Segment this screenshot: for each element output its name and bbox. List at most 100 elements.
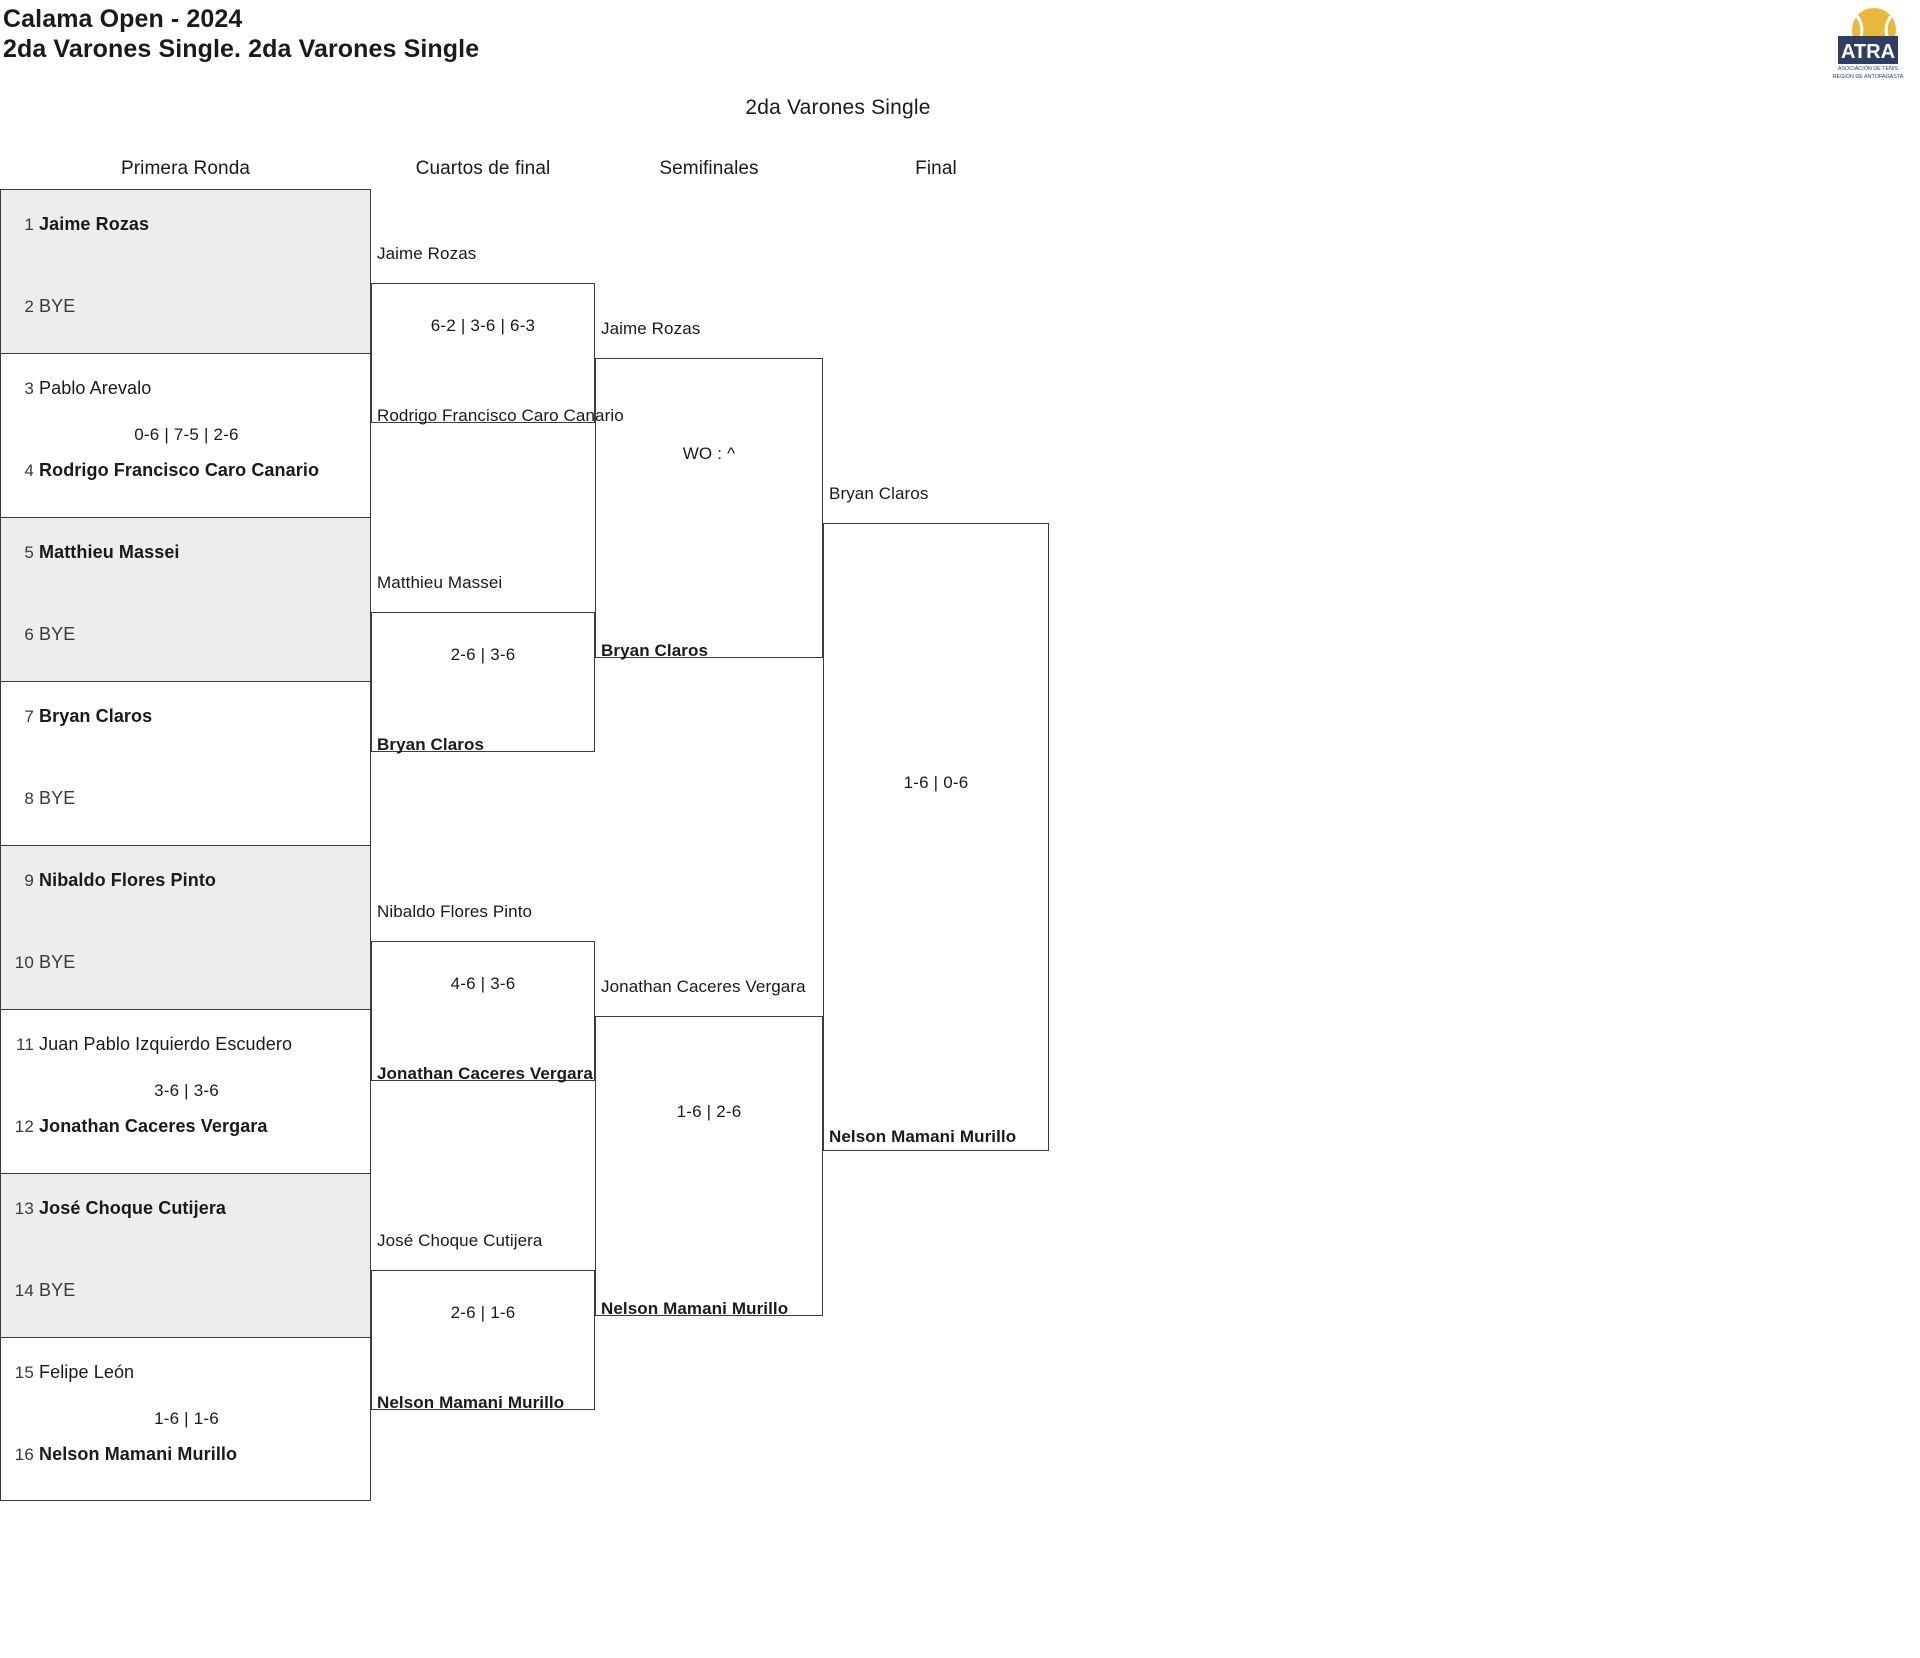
sf-2-top-player[interactable]: Jonathan Caceres Vergara [601, 977, 806, 996]
qf-3-box [371, 941, 595, 1081]
atra-line2: REGIÓN DE ANTOFAGASTA [1833, 73, 1904, 80]
qf-4-score: 2-6 | 1-6 [450, 1303, 516, 1322]
round1-slot-4[interactable]: 4 Rodrigo Francisco Caro Canario [1, 436, 372, 518]
round1-pair-1: 1 Jaime Rozas 2 BYE [0, 189, 371, 353]
seed-number: 10 [14, 953, 34, 972]
atra-logo: ATRA ASOCIACIÓN DE TENIS REGIÓN DE ANTOF… [1833, 8, 1904, 80]
round1-score: 3-6 | 3-6 [154, 1081, 219, 1100]
seed-number: 9 [24, 871, 34, 890]
round1-pair-8: 15 Felipe León 16 Nelson Mamani Murillo 1-6 … [0, 1337, 371, 1501]
qf-4-bottom-player[interactable]: Nelson Mamani Murillo [377, 1393, 565, 1412]
sf-1-bottom-player[interactable]: Bryan Claros [601, 641, 709, 660]
round1-slot-3[interactable]: 3 Pablo Arevalo [1, 354, 372, 436]
qf-1-top-player[interactable]: Jaime Rozas [377, 244, 477, 263]
atra-acronym: ATRA [1841, 41, 1895, 63]
seed-number: 11 [15, 1035, 34, 1054]
round-header-cuartos-de-final: Cuartos de final [415, 158, 551, 179]
qf-3-bottom-player[interactable]: Jonathan Caceres Vergara [377, 1064, 593, 1083]
round1-slot-15[interactable]: 15 Felipe León [1, 1338, 372, 1420]
seed-number: 5 [24, 543, 34, 562]
round1-slot-10[interactable]: 10 BYE [1, 928, 372, 1010]
qf-2-bottom-player[interactable]: Bryan Claros [377, 735, 485, 754]
player-name: Jaime Rozas [39, 214, 150, 234]
seed-number: 8 [24, 789, 34, 808]
category-subtitle: 2da Varones Single. 2da Varones Single [3, 35, 480, 63]
sf-1-top-player[interactable]: Jaime Rozas [601, 319, 701, 338]
round1-slot-2[interactable]: 2 BYE [1, 272, 372, 354]
round1-pair-5: 9 Nibaldo Flores Pinto 10 BYE [0, 845, 371, 1009]
qf-2-top-player[interactable]: Matthieu Massei [377, 573, 503, 592]
qf-3-top-player[interactable]: Nibaldo Flores Pinto [377, 902, 533, 921]
round1-score: 0-6 | 7-5 | 2-6 [134, 425, 239, 444]
seed-number: 6 [24, 625, 34, 644]
qf-3-score: 4-6 | 3-6 [450, 974, 516, 993]
round1-slot-12[interactable]: 12 Jonathan Caceres Vergara [1, 1092, 372, 1174]
round1-slot-6[interactable]: 6 BYE [1, 600, 372, 682]
tournament-title: Calama Open - 2024 [3, 5, 243, 33]
seed-number: 12 [14, 1117, 34, 1136]
player-name: Matthieu Massei [39, 542, 180, 562]
final-score: 1-6 | 0-6 [903, 773, 969, 792]
player-name: Pablo Arevalo [39, 378, 152, 398]
round-header-final: Final [915, 158, 957, 179]
seed-number: 15 [14, 1363, 34, 1382]
sf-1-box [595, 358, 823, 658]
round1-slot-1[interactable]: 1 Jaime Rozas [1, 190, 372, 272]
seed-number: 1 [24, 215, 34, 234]
seed-number: 14 [14, 1281, 34, 1300]
qf-2-box [371, 612, 595, 752]
sf-2-score: 1-6 | 2-6 [676, 1102, 742, 1121]
round1-pair-6: 11 Juan Pablo Izquierdo Escudero 12 Jonatha… [0, 1009, 371, 1173]
draw-title: 2da Varones Single [0, 96, 1920, 120]
player-name: Juan Pablo Izquierdo Escudero [39, 1034, 293, 1054]
player-name: Rodrigo Francisco Caro Canario [39, 460, 320, 480]
round-header-semifinales: Semifinales [659, 158, 759, 179]
player-name: Bryan Claros [39, 706, 153, 726]
final-top-player[interactable]: Bryan Claros [829, 484, 929, 503]
final-bottom-player[interactable]: Nelson Mamani Murillo [829, 1127, 1017, 1146]
qf-1-bottom-player[interactable]: Rodrigo Francisco Caro Canario [377, 406, 624, 425]
player-name: BYE [39, 624, 76, 644]
sf-2-bottom-player[interactable]: Nelson Mamani Murillo [601, 1299, 789, 1318]
round1-slot-16[interactable]: 16 Nelson Mamani Murillo [1, 1420, 372, 1502]
round1-slot-8[interactable]: 8 BYE [1, 764, 372, 846]
final-box [823, 523, 1049, 1151]
qf-2-score: 2-6 | 3-6 [450, 645, 516, 664]
qf-1-box [371, 283, 595, 423]
round1-slot-5[interactable]: 5 Matthieu Massei [1, 518, 372, 600]
sf-1-score: WO : ^ [682, 444, 736, 463]
round1-slot-11[interactable]: 11 Juan Pablo Izquierdo Escudero [1, 1010, 372, 1092]
player-name: BYE [39, 788, 76, 808]
qf-4-box [371, 1270, 595, 1410]
round1-score: 1-6 | 1-6 [154, 1409, 219, 1428]
qf-4-top-player[interactable]: José Choque Cutijera [377, 1231, 543, 1250]
player-name: José Choque Cutijera [39, 1198, 227, 1218]
seed-number: 2 [24, 297, 34, 316]
round1-pair-4: 7 Bryan Claros 8 BYE [0, 681, 371, 845]
round1-slot-7[interactable]: 7 Bryan Claros [1, 682, 372, 764]
player-name: Felipe León [39, 1362, 135, 1382]
round1-slot-14[interactable]: 14 BYE [1, 1256, 372, 1338]
player-name: BYE [39, 1280, 76, 1300]
atra-line1: ASOCIACIÓN DE TENIS [1838, 65, 1899, 72]
player-name: BYE [39, 952, 76, 972]
player-name: BYE [39, 296, 76, 316]
player-name: Nibaldo Flores Pinto [39, 870, 217, 890]
sf-2-box [595, 1016, 823, 1316]
seed-number: 16 [14, 1445, 34, 1464]
round1-pair-7: 13 José Choque Cutijera 14 BYE [0, 1173, 371, 1337]
round1-pair-3: 5 Matthieu Massei 6 BYE [0, 517, 371, 681]
seed-number: 7 [24, 707, 34, 726]
player-name: Jonathan Caceres Vergara [39, 1116, 268, 1136]
round1-slot-9[interactable]: 9 Nibaldo Flores Pinto [1, 846, 372, 928]
seed-number: 3 [24, 379, 34, 398]
seed-number: 4 [24, 461, 34, 480]
player-name: Nelson Mamani Murillo [39, 1444, 238, 1464]
round-header-primera-ronda: Primera Ronda [120, 158, 251, 179]
round1-pair-2: 3 Pablo Arevalo 4 Rodrigo Francisco Caro Ca… [0, 353, 371, 517]
qf-1-score: 6-2 | 3-6 | 6-3 [430, 316, 536, 335]
round1-slot-13[interactable]: 13 José Choque Cutijera [1, 1174, 372, 1256]
draw-title-text: 2da Varones Single [745, 96, 931, 119]
seed-number: 13 [14, 1199, 34, 1218]
